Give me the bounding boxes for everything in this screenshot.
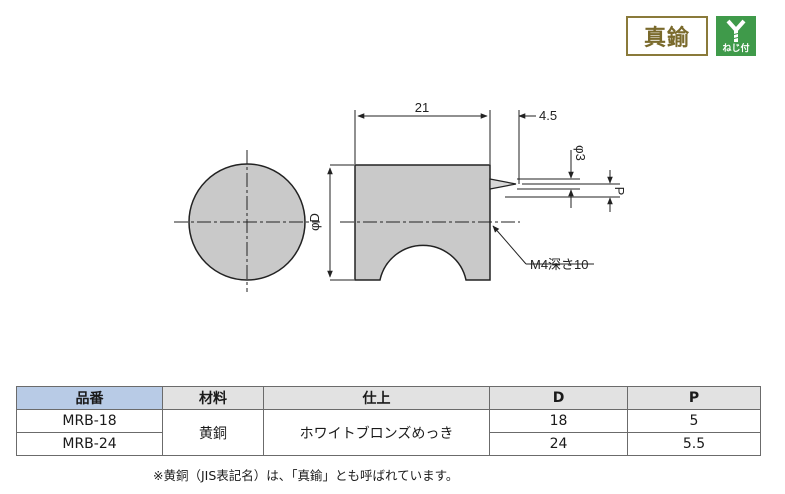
dim-p-label: P <box>612 187 627 196</box>
dimension-lines <box>327 113 613 278</box>
footnote: ※黄銅（JIS表記名）は、「真鍮」とも呼ばれています。 <box>153 468 459 483</box>
p-value: 5.5 <box>627 432 761 456</box>
spec-table: 品番 材料 仕上 D P MRB-18 黄銅 ホワイトブロンズめっき 18 5 … <box>16 386 761 456</box>
d-value: 18 <box>489 409 628 433</box>
screw-icon <box>726 19 746 42</box>
material-badge: 真鍮 <box>626 16 708 56</box>
table-header-row: 品番 材料 仕上 D P <box>16 386 761 410</box>
header-d: D <box>489 386 628 410</box>
d-value: 24 <box>489 432 628 456</box>
dim-length-label: 21 <box>415 100 429 115</box>
part-number: MRB-18 <box>16 409 163 433</box>
material-cell: 黄銅 <box>162 409 264 456</box>
technical-drawing: 21 4.5 φD φ3 P M4深さ10 <box>174 100 627 292</box>
p-value: 5 <box>627 409 761 433</box>
front-view <box>174 150 320 292</box>
side-view <box>340 164 520 281</box>
extension-lines <box>330 110 620 281</box>
header-p: P <box>627 386 761 410</box>
dim-d-label: φD <box>307 213 322 231</box>
thread-label: M4深さ10 <box>530 257 589 272</box>
dim-tip-label: 4.5 <box>539 108 557 123</box>
part-number: MRB-24 <box>16 432 163 456</box>
header-material: 材料 <box>162 386 264 410</box>
table-row: MRB-24 24 5.5 <box>16 432 761 456</box>
screw-badge-label: ねじ付 <box>722 44 750 54</box>
dim-pin-dia-label: φ3 <box>573 145 588 161</box>
header-part: 品番 <box>16 386 163 410</box>
finish-cell: ホワイトブロンズめっき <box>263 409 490 456</box>
screw-badge: ねじ付 <box>716 16 756 56</box>
header-finish: 仕上 <box>263 386 490 410</box>
table-row: MRB-18 黄銅 ホワイトブロンズめっき 18 5 <box>16 409 761 456</box>
